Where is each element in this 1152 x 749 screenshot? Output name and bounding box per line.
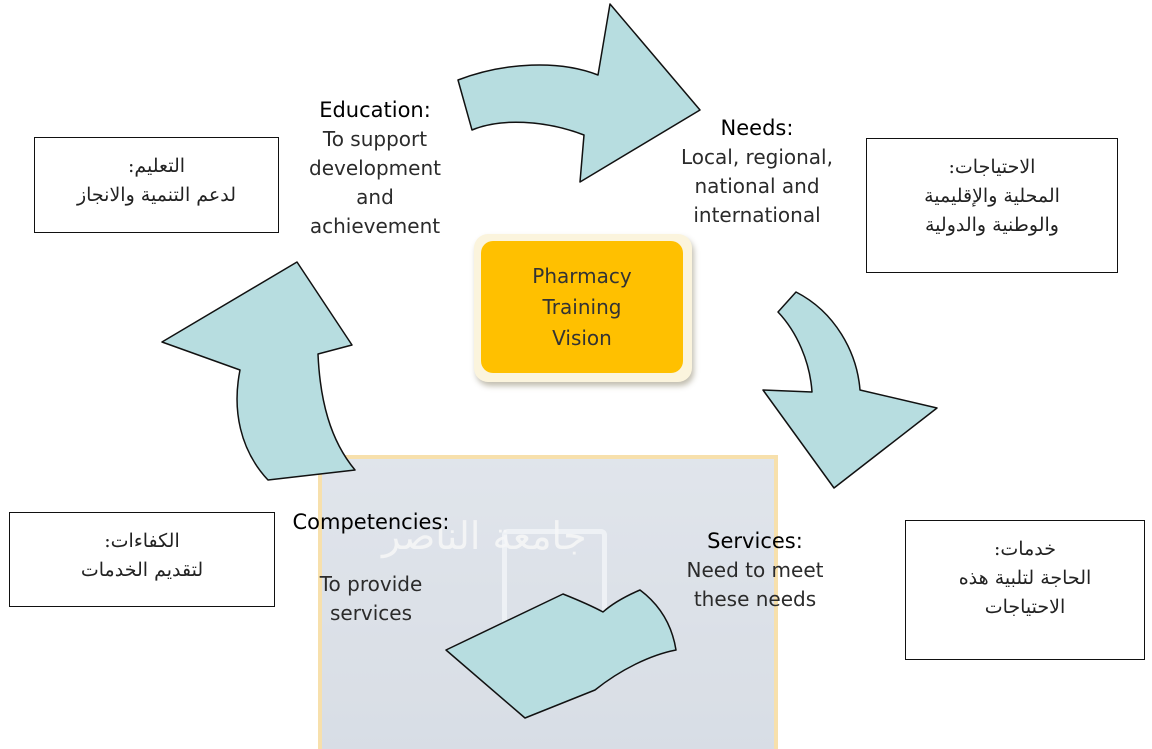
arabic-education-line-2: لدعم التنمية والانجاز bbox=[76, 184, 237, 206]
center-line-3: Vision bbox=[552, 325, 612, 350]
arabic-competencies-box: الكفاءات: لتقديم الخدمات bbox=[9, 512, 275, 607]
arabic-competencies-line-1: الكفاءات: bbox=[104, 530, 180, 552]
competencies-line-2: services bbox=[329, 601, 413, 625]
needs-line-3: international bbox=[693, 203, 821, 227]
needs-line-2: national and bbox=[694, 174, 820, 198]
competencies-line-1: To provide bbox=[319, 572, 423, 596]
watermark-text: جامعة الناصر bbox=[382, 514, 587, 558]
needs-label: Needs: Local, regional, national and int… bbox=[668, 114, 846, 230]
arabic-services-box: خدمات: الحاجة لتلبية هذه الاحتياجات bbox=[905, 520, 1145, 660]
arabic-needs-line-1: الاحتياجات: bbox=[948, 156, 1036, 178]
services-line-2: these needs bbox=[693, 587, 817, 611]
education-line-2: development bbox=[309, 156, 441, 180]
arabic-competencies-line-2: لتقديم الخدمات bbox=[80, 559, 204, 581]
arrow-right bbox=[762, 291, 938, 489]
arabic-needs-box: الاحتياجات: المحلية والإقليمية والوطنية … bbox=[866, 138, 1118, 273]
education-line-1: To support bbox=[322, 127, 428, 151]
arrow-left bbox=[161, 261, 356, 481]
services-line-1: Need to meet bbox=[686, 558, 824, 582]
competencies-heading: Competencies: bbox=[292, 510, 450, 534]
needs-heading: Needs: bbox=[720, 116, 794, 140]
arabic-services-line-1: خدمات: bbox=[994, 538, 1056, 560]
education-line-4: achievement bbox=[309, 214, 441, 238]
arabic-needs-line-2: المحلية والإقليمية bbox=[924, 185, 1060, 207]
education-heading: Education: bbox=[319, 98, 431, 122]
competencies-label: Competencies: To provide services bbox=[276, 508, 466, 628]
arrow-bottom bbox=[445, 589, 677, 719]
arabic-needs-line-3: والوطنية والدولية bbox=[925, 214, 1059, 236]
education-label: Education: To support development and ac… bbox=[290, 96, 460, 241]
needs-line-1: Local, regional, bbox=[681, 145, 833, 169]
arabic-education-line-1: التعليم: bbox=[127, 155, 186, 177]
arabic-services-line-3: الاحتياجات bbox=[984, 596, 1066, 618]
center-line-1: Pharmacy bbox=[532, 263, 632, 288]
center-vision-box: Pharmacy Training Vision bbox=[474, 234, 692, 382]
arrow-top bbox=[457, 3, 701, 183]
services-label: Services: Need to meet these needs bbox=[660, 527, 850, 614]
center-line-2: Training bbox=[542, 294, 622, 319]
education-line-3: and bbox=[356, 185, 394, 209]
services-heading: Services: bbox=[707, 529, 803, 553]
arabic-services-line-2: الحاجة لتلبية هذه bbox=[958, 567, 1092, 589]
arabic-education-box: التعليم: لدعم التنمية والانجاز bbox=[34, 137, 279, 233]
